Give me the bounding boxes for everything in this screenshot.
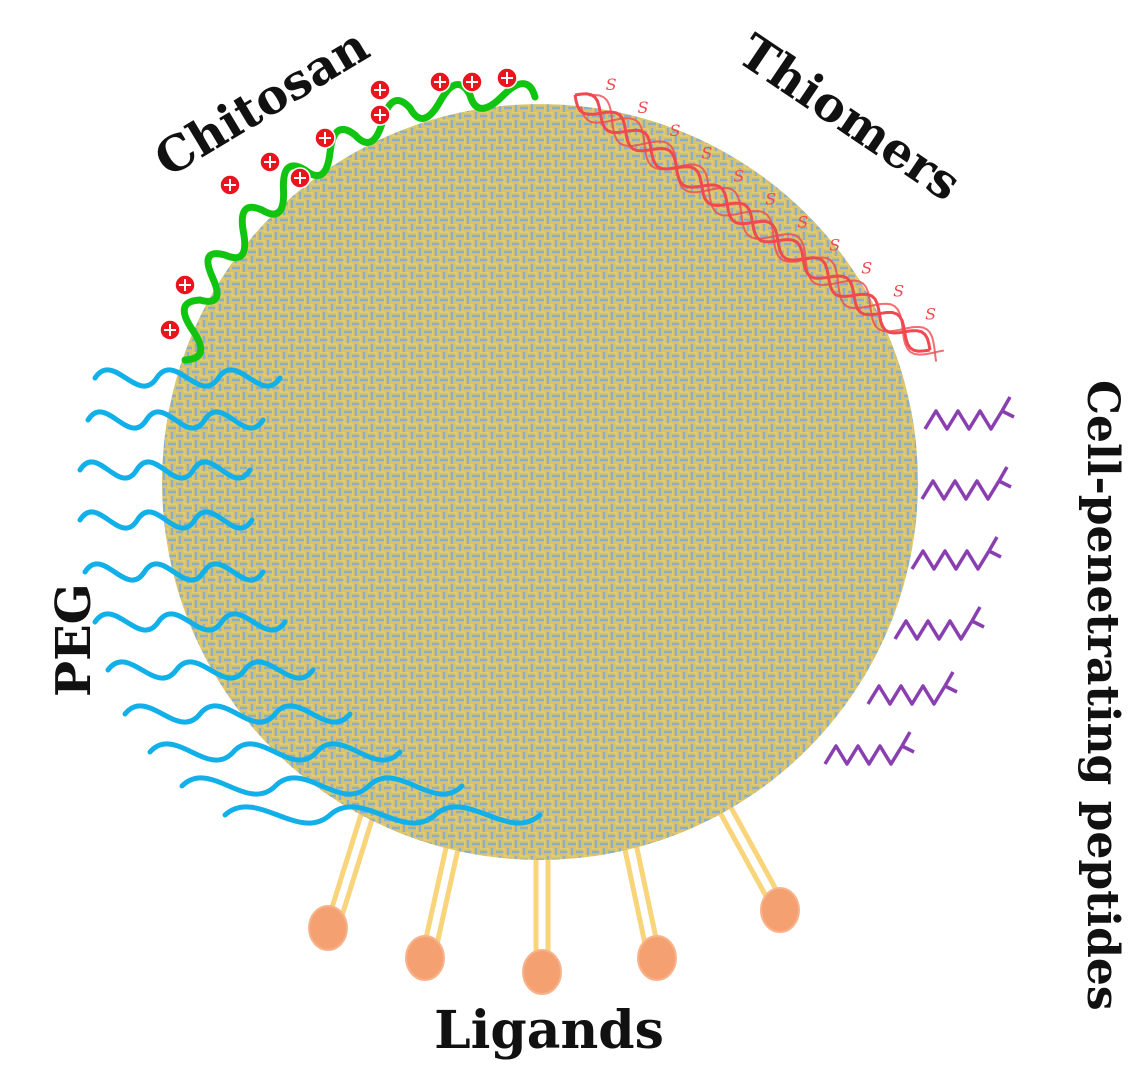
thiomer-strand <box>588 93 938 362</box>
sulfur-marker: S <box>861 259 872 278</box>
sulfur-marker: S <box>765 190 776 209</box>
peg-chain <box>122 703 353 725</box>
positive-charge <box>314 127 336 149</box>
peg-chain <box>179 775 465 797</box>
label-ligands: Ligands <box>434 1000 664 1061</box>
peg-chain <box>77 459 253 481</box>
positive-charge <box>174 274 196 296</box>
ligand <box>522 842 562 995</box>
peptide-branch <box>987 536 1002 559</box>
sulfur-marker: S <box>638 98 649 117</box>
positive-charge <box>461 71 483 93</box>
chitosan-group <box>159 67 539 364</box>
positive-charge <box>369 79 391 101</box>
peg-chain <box>147 741 403 763</box>
sulfur-marker: S <box>829 236 840 255</box>
ligand-head <box>308 905 348 951</box>
peg-chain <box>85 409 266 431</box>
peptide-chain <box>923 409 1004 431</box>
positive-charge <box>219 174 241 196</box>
sulfur-marker: S <box>797 213 808 232</box>
peptide-chain <box>893 619 974 641</box>
peg-chain <box>92 367 283 389</box>
peg-chains-group <box>77 367 543 826</box>
positive-charge <box>429 71 451 93</box>
ligand <box>619 831 677 981</box>
sulfur-marker: S <box>606 75 617 94</box>
cpp-group <box>823 396 1015 766</box>
peg-chain <box>105 659 316 681</box>
peptide-chain <box>866 684 947 706</box>
peptide-branch <box>900 731 915 754</box>
peptide-chain <box>823 744 904 766</box>
thiomer-strand <box>574 92 931 353</box>
peptide-branch <box>943 671 958 694</box>
positive-charge <box>289 167 311 189</box>
sulfur-marker: S <box>733 167 744 186</box>
positive-charge <box>259 151 281 173</box>
ligand-head <box>522 949 562 995</box>
positive-charge <box>369 104 391 126</box>
peg-chain <box>92 611 288 633</box>
label-cpp: Cell-penetrating peptides <box>1077 380 1128 1011</box>
peptide-chain <box>910 549 991 571</box>
peg-chain <box>77 509 255 531</box>
sulfur-marker: S <box>925 304 936 323</box>
sulfur-marker: S <box>670 121 681 140</box>
ligand-head <box>637 935 677 981</box>
positive-charge <box>496 67 518 89</box>
peptide-branch <box>1000 396 1015 419</box>
ligand-head <box>405 935 445 981</box>
sulfur-marker: S <box>893 281 904 300</box>
positive-charge <box>159 319 181 341</box>
ligand-head <box>760 887 800 933</box>
peptide-branch <box>970 606 985 629</box>
ligands-group <box>308 785 800 995</box>
ligand <box>712 794 800 933</box>
sulfur-marker: S <box>701 144 712 163</box>
peg-chain <box>222 804 543 826</box>
peptide-chain <box>920 479 1001 501</box>
ligand <box>405 831 464 981</box>
peg-chain <box>82 561 266 583</box>
label-peg: PEG <box>46 583 102 697</box>
nanoparticle-core <box>162 104 918 860</box>
peptide-branch <box>997 466 1012 489</box>
thiomers-group: S S S S S S S S S S S <box>573 75 945 362</box>
